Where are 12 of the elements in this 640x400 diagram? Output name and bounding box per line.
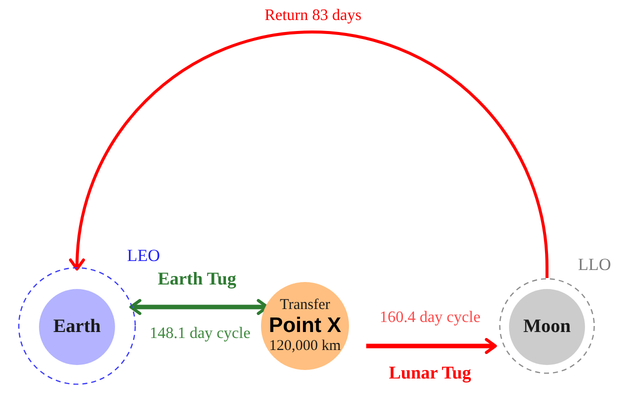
arrow — [366, 338, 497, 354]
edge-label: Return 83 days — [262, 7, 364, 25]
orbit-label: LLO — [578, 255, 612, 275]
transfer-label: Transfer — [280, 297, 330, 314]
double-arrow — [129, 299, 269, 315]
distance-label: 120,000 km — [269, 338, 341, 355]
planet-label: Earth — [53, 316, 101, 338]
planet-label: Moon — [523, 316, 571, 338]
orbit-label: LEO — [127, 246, 160, 266]
planet-circle — [509, 289, 585, 365]
return-arc-arrow — [69, 30, 548, 278]
point-name: Point X — [268, 314, 342, 338]
